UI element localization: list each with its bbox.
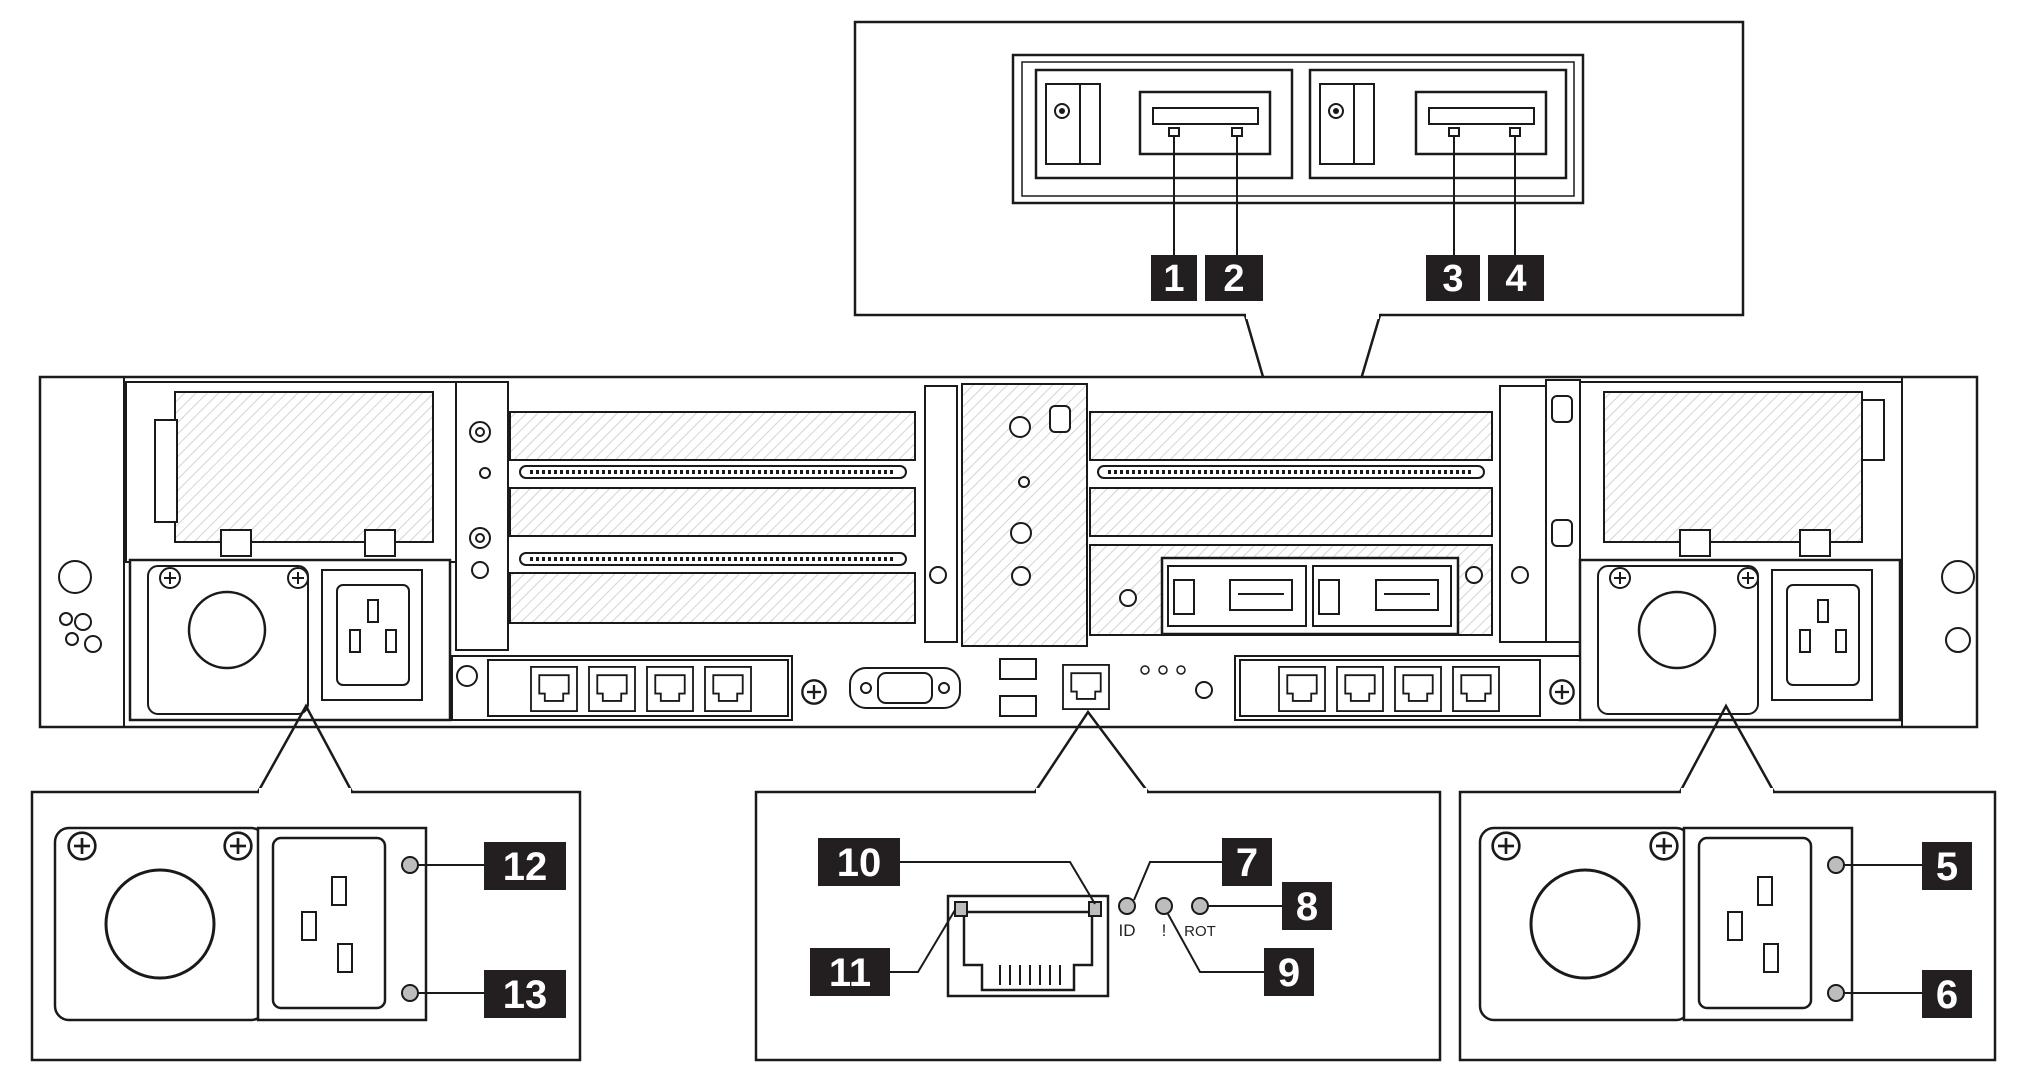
callout-label-6: 6 [1936,973,1958,1017]
callout-label-2: 2 [1223,258,1244,300]
callout-badge-10: 10 [818,838,900,886]
usb-port-1[interactable] [999,658,1037,680]
callout-badge-11: 11 [810,948,890,996]
callout-label-12: 12 [503,845,548,889]
callout-badge-3: 3 [1426,255,1480,301]
callout-label-10: 10 [837,841,882,885]
ocp-nic-left[interactable] [451,655,827,721]
drive-bay-callout-panel [853,20,1745,550]
center-riser-bracket [924,383,1088,647]
callout-label-3: 3 [1442,258,1463,300]
management-callout-panel: ID ! ROT [754,709,1442,1062]
led-rot-label: ROT [1184,923,1216,940]
callout-badge-12: 12 [484,842,566,890]
callout-label-5: 5 [1936,845,1958,889]
ocp-nic-right[interactable] [1234,655,1581,721]
callout-badge-13: 13 [484,970,566,1018]
callout-badge-6: 6 [1922,970,1972,1018]
callout-badge-5: 5 [1922,842,1972,890]
system-leds [1140,665,1213,699]
right-riser-bracket [1499,379,1581,643]
callout-badge-4: 4 [1488,255,1544,301]
psu-right-callout-panel [1458,703,1997,1062]
callout-label-13: 13 [503,973,548,1017]
callout-label-4: 4 [1505,258,1526,300]
left-riser-bracket [455,381,509,651]
callout-badge-8: 8 [1282,882,1332,930]
psu-right[interactable] [1578,558,1902,722]
right-riser-slot [1571,381,1903,563]
vga-port[interactable] [849,667,961,709]
drive-bay-2[interactable] [1308,68,1568,180]
drive-bay-1[interactable] [1034,68,1294,180]
rear-drive-cage[interactable] [1160,556,1460,636]
led-fault-label: ! [1162,921,1167,940]
psu-left-callout-panel [30,703,582,1062]
left-riser-slot [125,381,457,563]
callout-label-7: 7 [1236,841,1258,885]
callout-badge-2: 2 [1205,255,1263,301]
callout-badge-7: 7 [1222,838,1272,886]
callout-label-11: 11 [829,951,871,995]
left-pcie-slots [509,411,916,624]
led-id-label: ID [1119,921,1136,940]
callout-label-1: 1 [1163,258,1184,300]
management-port[interactable] [1062,664,1110,710]
psu-left[interactable] [128,558,452,722]
callout-badge-9: 9 [1264,948,1314,996]
usb-port-2[interactable] [999,695,1037,717]
callout-badge-1: 1 [1151,255,1197,301]
callout-label-9: 9 [1278,951,1300,995]
callout-label-8: 8 [1296,885,1318,929]
